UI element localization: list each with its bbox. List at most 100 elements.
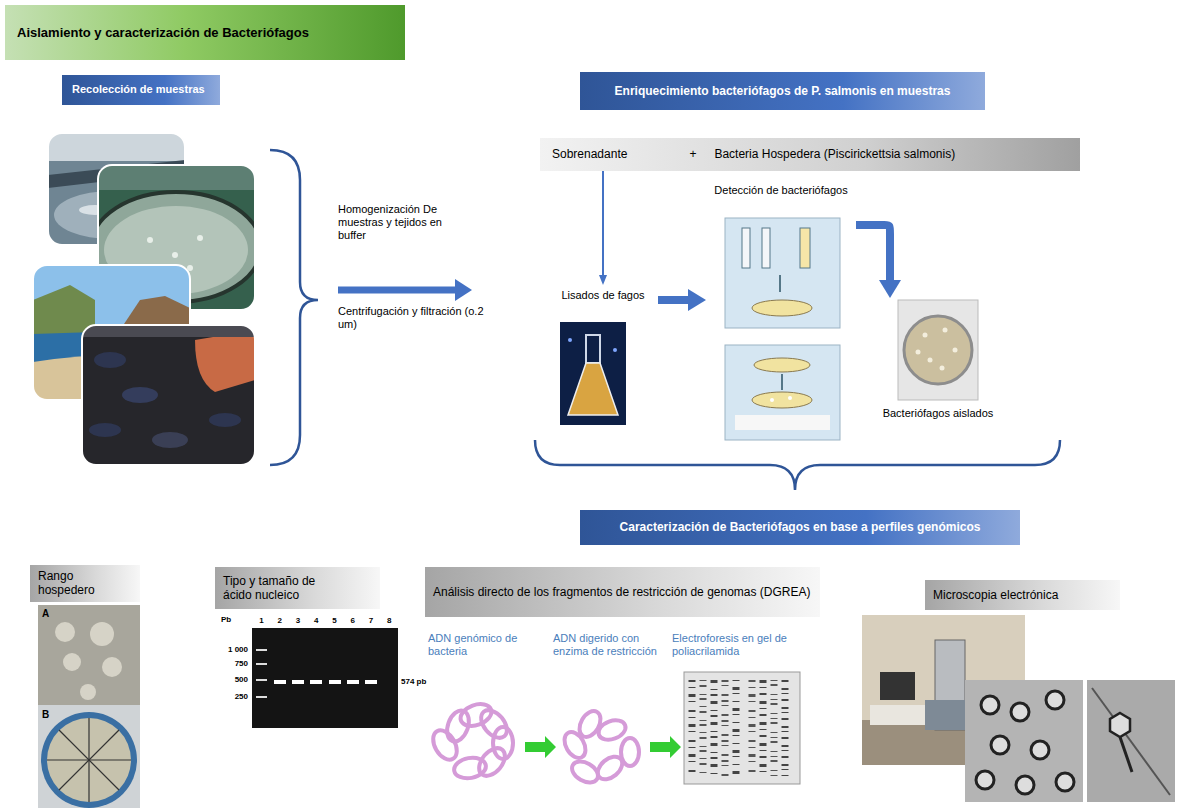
page-gel-image-part xyxy=(711,680,718,776)
annotation-label: ADN genómico de bacteria xyxy=(428,632,528,658)
plaque-assay-image-part xyxy=(752,300,812,316)
flask-image-part xyxy=(586,335,600,363)
flask-image-part xyxy=(568,338,572,342)
process-bar: Sobrenadante+Bacteria Hospedera (Pisciri… xyxy=(540,138,1080,171)
digested-dna-image-part xyxy=(568,757,601,787)
annotation-label: 250 xyxy=(216,692,248,702)
dna-coil-image xyxy=(428,700,513,781)
annotation-label: 4 xyxy=(311,616,322,626)
photo-mussels-part xyxy=(89,423,121,437)
page-gel-image-part xyxy=(771,680,778,776)
agarose-gel-image-part xyxy=(365,680,377,684)
image-panel: Bacteriófagos aislados xyxy=(868,298,1008,424)
agarose-gel-image-part xyxy=(347,680,359,684)
spot-assay-image-part xyxy=(752,392,812,408)
host-range-image-part xyxy=(41,712,137,808)
annotation-label: Pb xyxy=(221,615,243,625)
host-range-image-part xyxy=(38,705,140,808)
annotation-label: 1 000 xyxy=(216,645,248,655)
host-range-image-part xyxy=(38,605,140,705)
spot-assay-image-part xyxy=(788,396,792,400)
process-arrow xyxy=(338,279,472,301)
plaque-assay-image xyxy=(725,218,840,328)
method-box: Tipo y tamaño de ácido nucleico xyxy=(215,567,380,609)
page-gel-image xyxy=(684,672,800,784)
photo-mussels-part xyxy=(152,432,188,448)
host-range-image-part xyxy=(80,684,96,700)
annotation-label: 3 xyxy=(293,616,304,626)
spot-assay-image-part xyxy=(754,358,810,372)
node-text: Lisados de fagos xyxy=(550,289,656,302)
dna-coil-image-part xyxy=(453,755,488,780)
electron-micrograph-part xyxy=(965,680,1083,802)
agarose-gel-image-part xyxy=(252,628,398,728)
annotation-label: 500 xyxy=(216,675,248,685)
petri-dish-image-part xyxy=(923,333,928,338)
page-gel-image-part xyxy=(700,680,707,776)
annotation-label: B xyxy=(42,709,56,721)
electron-micrograph-part xyxy=(1110,713,1130,737)
plaque-assay-image-part xyxy=(742,228,750,268)
agarose-gel-image-part xyxy=(256,649,267,651)
petri-dish-image xyxy=(898,300,978,400)
electron-micrograph-part xyxy=(976,771,994,789)
agarose-gel-image-part xyxy=(274,680,286,684)
node-text: Rango hospedero xyxy=(38,569,132,598)
photo-frame xyxy=(82,325,255,465)
spot-assay-image-part xyxy=(735,415,830,430)
host-range-image-part xyxy=(59,730,119,790)
petri-dish-image-part xyxy=(928,358,933,363)
agarose-gel-image-part xyxy=(256,679,267,681)
section-header: Recolección de muestras xyxy=(62,75,220,105)
node-text: Tipo y tamaño de ácido nucleico xyxy=(223,574,335,603)
annotation-label: 7 xyxy=(366,616,377,626)
process-arrow-part xyxy=(455,279,472,301)
flow-arrow xyxy=(602,171,604,275)
image-panel: Lisados de fagos xyxy=(548,285,658,428)
petri-dish-image-part xyxy=(953,348,958,353)
spot-assay-image xyxy=(725,345,840,440)
annotation-label: Electroforesis en gel de poliacrilamida xyxy=(672,632,800,658)
agarose-gel-image-part xyxy=(292,680,304,684)
image-panel: Detección de bacteriófagos xyxy=(706,180,856,442)
spot-assay-image-part xyxy=(725,345,840,440)
page-gel-image-part xyxy=(684,672,800,784)
photo-mussels-part xyxy=(82,325,255,465)
photo-mussels-part xyxy=(94,352,126,368)
photo-beach-part xyxy=(33,285,95,334)
node-text: Sobrenadante xyxy=(552,147,627,161)
spot-assay-image-part xyxy=(770,398,774,402)
annotation-label: Centrifugación y filtración (o.2 um) xyxy=(338,305,488,331)
node-text: Recolección de muestras xyxy=(72,83,210,96)
host-range-image-part xyxy=(47,718,131,802)
page-gel-image-part xyxy=(722,680,729,776)
host-range-image xyxy=(38,605,140,808)
photo-mussels xyxy=(82,325,255,465)
title-text: Aislamiento y caracterización de Bacteri… xyxy=(17,25,309,41)
electron-micrograph-part xyxy=(1056,773,1074,791)
petri-dish-image-part xyxy=(898,300,978,400)
flask-image-part xyxy=(560,322,626,425)
petri-dish-image-part xyxy=(916,350,921,355)
electron-micrograph-part xyxy=(981,696,999,714)
electron-micrograph-part xyxy=(1011,703,1029,721)
dna-coil-image-part xyxy=(428,726,461,764)
annotation-label: ADN digerido con enzima de restricción xyxy=(553,632,668,658)
photo-net-pen-part xyxy=(147,237,153,243)
agarose-gel-image xyxy=(252,628,398,728)
electron-micrograph-part xyxy=(991,736,1009,754)
host-range-image-part xyxy=(90,622,114,646)
node-text: Análisis directo de los fragmentos de re… xyxy=(433,585,812,599)
page-gel-image-part xyxy=(760,680,767,776)
node-text: Bacteria Hospedera (Piscirickettsia salm… xyxy=(714,147,955,161)
microscope-photo-part xyxy=(880,672,915,700)
step-arrow xyxy=(650,736,681,758)
petri-dish-image-part xyxy=(940,366,945,371)
node-text: Caracterización de Bacteriófagos en base… xyxy=(590,520,1010,534)
page-gel-image-part xyxy=(782,680,789,776)
node-text: Enriquecimiento bacteriófagos de P. salm… xyxy=(590,84,975,98)
electron-micrograph-part xyxy=(1087,680,1175,802)
page-gel-image-part xyxy=(749,680,756,776)
